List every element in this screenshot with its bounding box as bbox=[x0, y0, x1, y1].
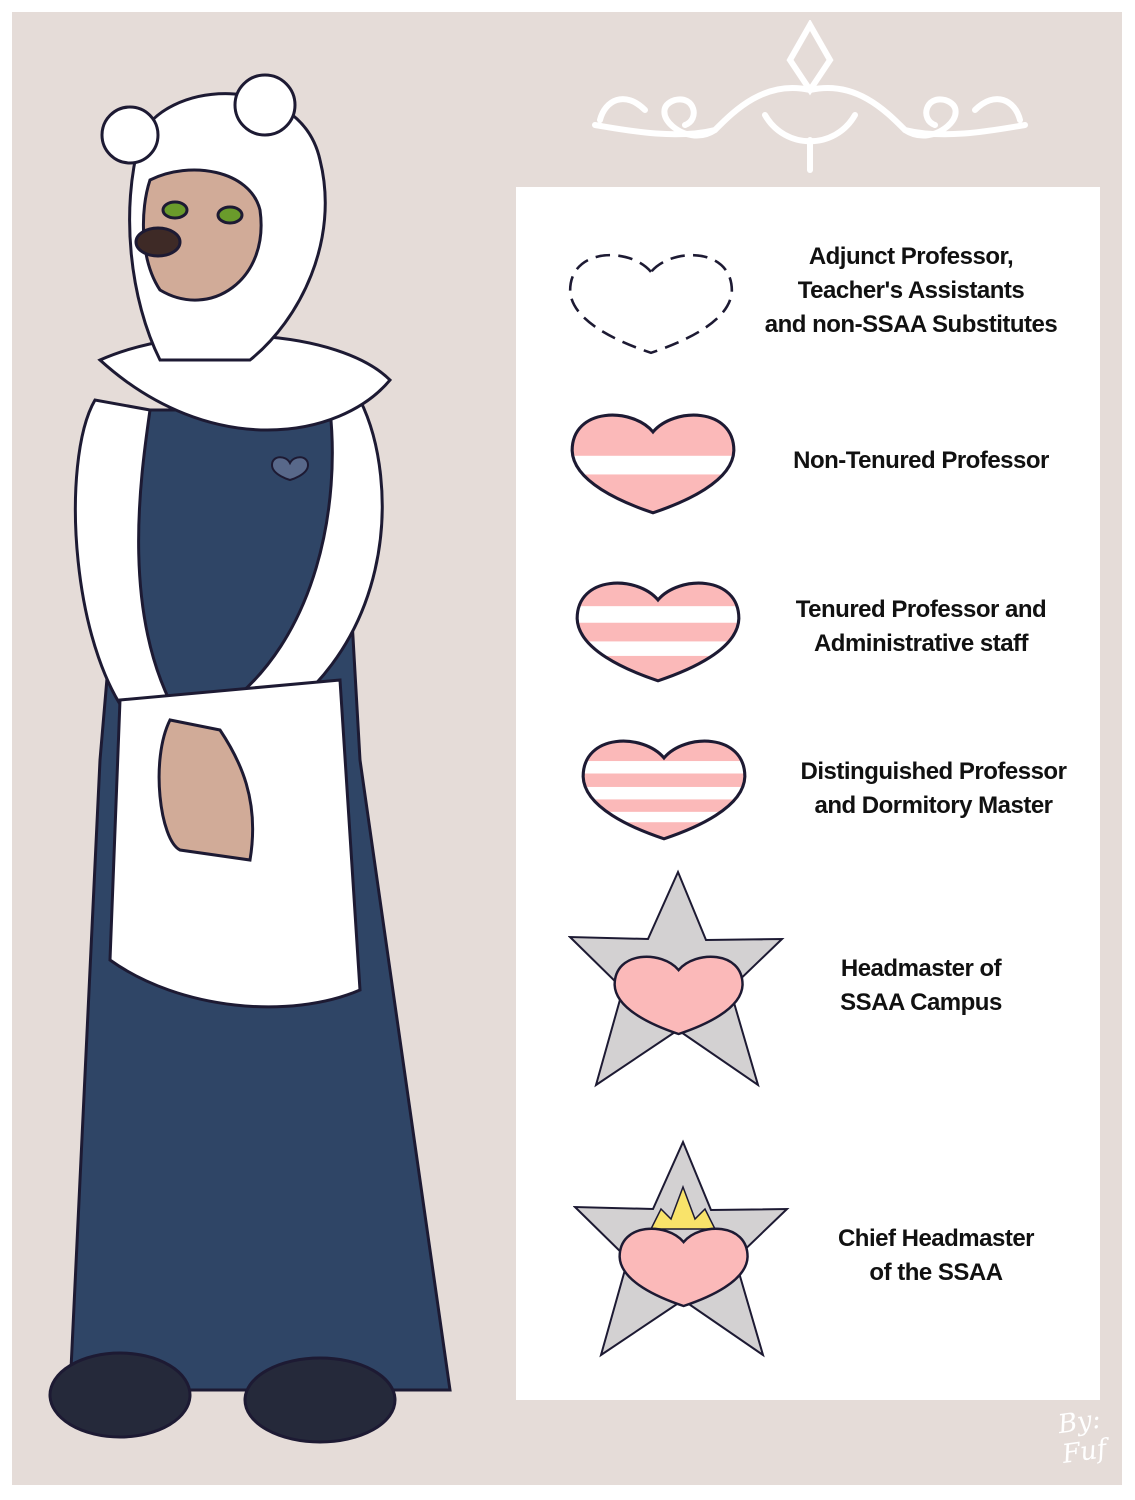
artist-signature: By: Fuf bbox=[1056, 1404, 1109, 1470]
crown-icon bbox=[649, 1184, 717, 1230]
legend-label: Adjunct Professor, Teacher's Assistants … bbox=[764, 243, 1058, 338]
legend-label: Chief Headmaster of the SSAA bbox=[837, 1225, 1035, 1286]
character-illustration bbox=[48, 73, 452, 1444]
ornament-decoration bbox=[592, 20, 1028, 173]
heart-two-stripes-icon bbox=[575, 581, 741, 683]
dashed-heart-icon bbox=[568, 253, 734, 355]
legend-label: Distinguished Professor and Dormitory Ma… bbox=[800, 758, 1067, 819]
heart-three-stripes-icon bbox=[581, 739, 747, 841]
star-heart-icon bbox=[568, 869, 785, 1088]
legend-label: Tenured Professor and Administrative sta… bbox=[795, 596, 1047, 657]
legend-label: Headmaster of SSAA Campus bbox=[840, 955, 1002, 1016]
rank-legend: Adjunct Professor, Teacher's Assistants … bbox=[516, 187, 1100, 1400]
heart-one-stripe-icon bbox=[570, 413, 736, 515]
legend-label: Non-Tenured Professor bbox=[793, 447, 1049, 474]
star-crown-heart-icon bbox=[573, 1139, 790, 1358]
